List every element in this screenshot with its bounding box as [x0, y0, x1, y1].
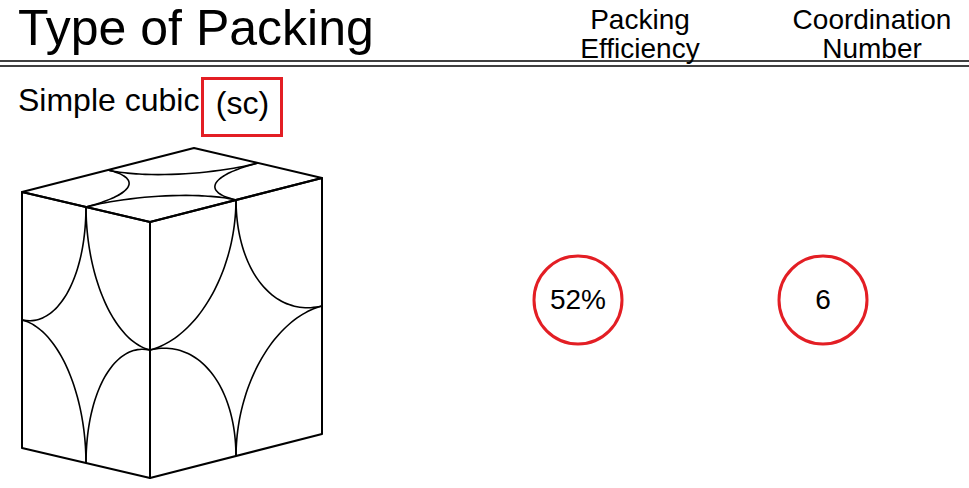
atom-section [215, 163, 258, 200]
highlight-box: (sc) [201, 77, 283, 137]
row-label: Simple cubic [18, 84, 199, 118]
cube-edge [22, 148, 322, 222]
atom-section [86, 207, 150, 350]
atom-section [22, 320, 86, 463]
value-text: 52% [550, 285, 606, 316]
atom-section [236, 200, 322, 308]
column-heading: Packing Efficiency [560, 5, 720, 64]
circle-outline [534, 256, 622, 344]
notation-text: (sc) [216, 86, 269, 121]
circle-outline [779, 256, 867, 344]
atom-section [236, 306, 322, 456]
atom-section [150, 348, 236, 456]
cube-edge [22, 192, 150, 478]
column-heading: Type of Packing [18, 2, 374, 55]
cube-edge [150, 178, 322, 478]
column-heading: Coordination Number [786, 5, 958, 64]
header-rule [0, 65, 969, 67]
atom-section [86, 349, 150, 463]
highlight-circle: 6 [777, 254, 869, 346]
value-text: 6 [815, 285, 831, 316]
cube-figure [22, 148, 322, 478]
atom-section [86, 170, 129, 207]
atom-section [150, 200, 236, 350]
highlight-circle: 52% [532, 254, 624, 346]
atom-section [22, 207, 86, 321]
atom-section [108, 163, 258, 175]
